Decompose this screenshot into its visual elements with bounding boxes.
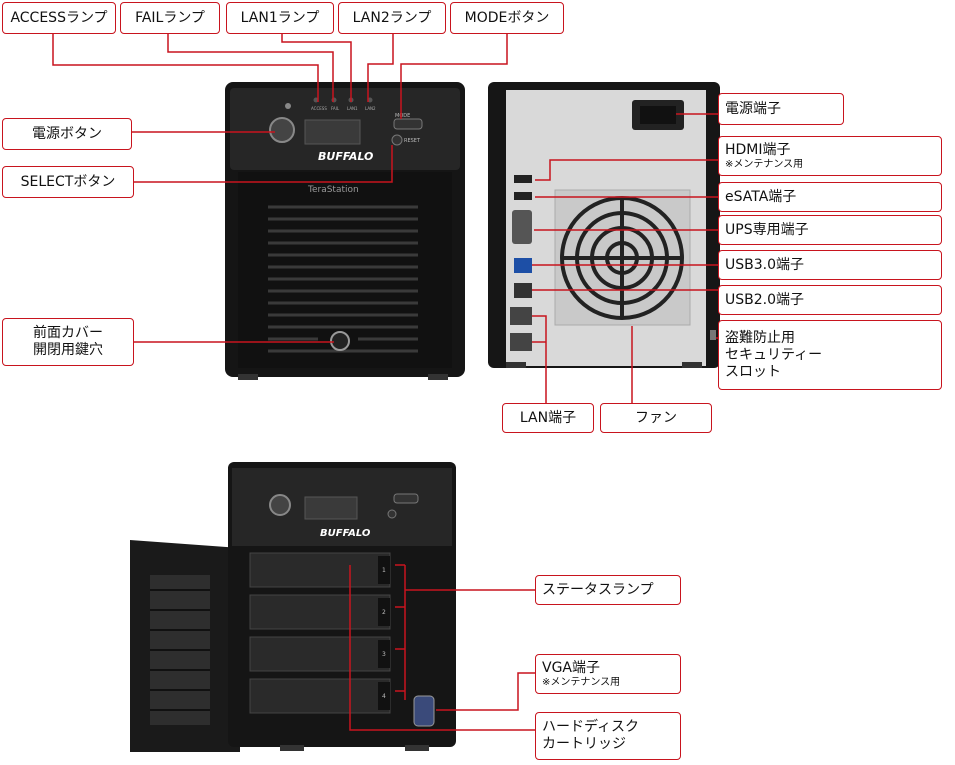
label-power-button-text: 電源ボタン [32, 125, 102, 142]
fan-grille-icon [560, 196, 684, 320]
label-ups-terminal: UPS専用端子 [718, 215, 942, 245]
label-lan1-lamp-text: LAN1ランプ [240, 9, 320, 26]
label-access-lamp-text: ACCESSランプ [10, 9, 108, 26]
label-mode-button-text: MODEボタン [464, 9, 550, 26]
label-fail-lamp-text: FAILランプ [135, 9, 205, 26]
brand-logo: BUFFALO [318, 150, 373, 163]
keyhole-icon [330, 331, 350, 351]
label-hdmi-terminal-text: HDMI端子 [725, 141, 791, 158]
bay-number-3: 3 [382, 651, 386, 658]
callout-lines [52, 34, 718, 731]
label-vga-terminal-text: VGA端子 [542, 659, 601, 676]
panel-label-lan2: LAN2 [365, 106, 376, 111]
label-vga-terminal: VGA端子 ※メンテナンス用 [535, 654, 681, 694]
hdmi-port-icon [514, 175, 532, 183]
label-lan-terminal-text: LAN端子 [519, 409, 577, 426]
label-hdmi-terminal: HDMI端子 ※メンテナンス用 [718, 136, 942, 176]
vga-port-icon [413, 695, 435, 727]
label-vga-note: ※メンテナンス用 [542, 676, 621, 688]
front-view: MODE RESET ACCESS FAIL LAN1 LAN2 BUFFALO… [225, 82, 465, 380]
label-status-lamp-text: ステータスランプ [542, 581, 654, 598]
label-usb20-terminal: USB2.0端子 [718, 285, 942, 315]
label-power-terminal-text: 電源端子 [725, 100, 781, 117]
rear-view [488, 82, 720, 368]
label-lan-terminal: LAN端子 [502, 403, 594, 433]
ups-port-icon [512, 210, 532, 244]
brand-logo-open: BUFFALO [320, 528, 371, 539]
label-esata-terminal: eSATA端子 [718, 182, 942, 212]
panel-label-access: ACCESS [311, 106, 327, 111]
label-access-lamp: ACCESSランプ [2, 2, 116, 34]
label-fan: ファン [600, 403, 712, 433]
bay-number-1: 1 [382, 567, 386, 574]
label-power-terminal: 電源端子 [718, 93, 844, 125]
label-hdd-cartridge-line1: ハードディスク [542, 719, 640, 735]
lan-port-2-icon [510, 333, 532, 351]
label-ups-terminal-text: UPS専用端子 [725, 221, 809, 238]
front-vents [268, 205, 418, 353]
security-slot-icon [710, 330, 716, 340]
power-button-icon [269, 117, 295, 143]
label-fail-lamp: FAILランプ [120, 2, 220, 34]
panel-label-fail: FAIL [331, 106, 340, 111]
label-security-slot: 盗難防止用 セキュリティー スロット [718, 320, 942, 390]
bay-number-4: 4 [382, 693, 386, 700]
label-hdd-cartridge-line2: カートリッジ [542, 736, 626, 752]
drive-bays [249, 552, 391, 714]
usb30-port-icon [514, 258, 532, 273]
label-usb20-terminal-text: USB2.0端子 [725, 291, 805, 308]
label-power-button: 電源ボタン [2, 118, 132, 150]
bay-number-2: 2 [382, 609, 386, 616]
label-hdd-cartridge: ハードディスク カートリッジ [535, 712, 681, 760]
panel-label-lan1: LAN1 [347, 106, 358, 111]
label-status-lamp: ステータスランプ [535, 575, 681, 605]
label-security-slot-line1: 盗難防止用 [725, 329, 795, 346]
label-hdmi-note: ※メンテナンス用 [725, 158, 804, 170]
reset-label: RESET [404, 138, 421, 144]
usb20-port-icon [514, 283, 532, 298]
label-front-cover-keyhole-line1: 前面カバー [33, 325, 103, 341]
label-select-button-text: SELECTボタン [20, 173, 116, 190]
label-fan-text: ファン [635, 409, 677, 426]
label-lan2-lamp: LAN2ランプ [338, 2, 446, 34]
label-front-cover-keyhole: 前面カバー 開閉用鍵穴 [2, 318, 134, 366]
label-select-button: SELECTボタン [2, 166, 134, 198]
label-usb30-terminal-text: USB3.0端子 [725, 256, 805, 273]
label-security-slot-line3: スロット [725, 363, 781, 380]
label-lan2-lamp-text: LAN2ランプ [352, 9, 432, 26]
label-lan1-lamp: LAN1ランプ [226, 2, 334, 34]
lan-port-1-icon [510, 307, 532, 325]
label-esata-terminal-text: eSATA端子 [725, 188, 797, 205]
esata-port-icon [514, 192, 532, 200]
label-front-cover-keyhole-line2: 開閉用鍵穴 [33, 342, 103, 358]
open-view: BUFFALO 1 2 3 4 [130, 462, 456, 752]
label-security-slot-line2: セキュリティー [725, 346, 823, 363]
label-mode-button: MODEボタン [450, 2, 564, 34]
model-name: TeraStation [307, 185, 359, 195]
label-usb30-terminal: USB3.0端子 [718, 250, 942, 280]
mode-label: MODE [395, 113, 410, 119]
